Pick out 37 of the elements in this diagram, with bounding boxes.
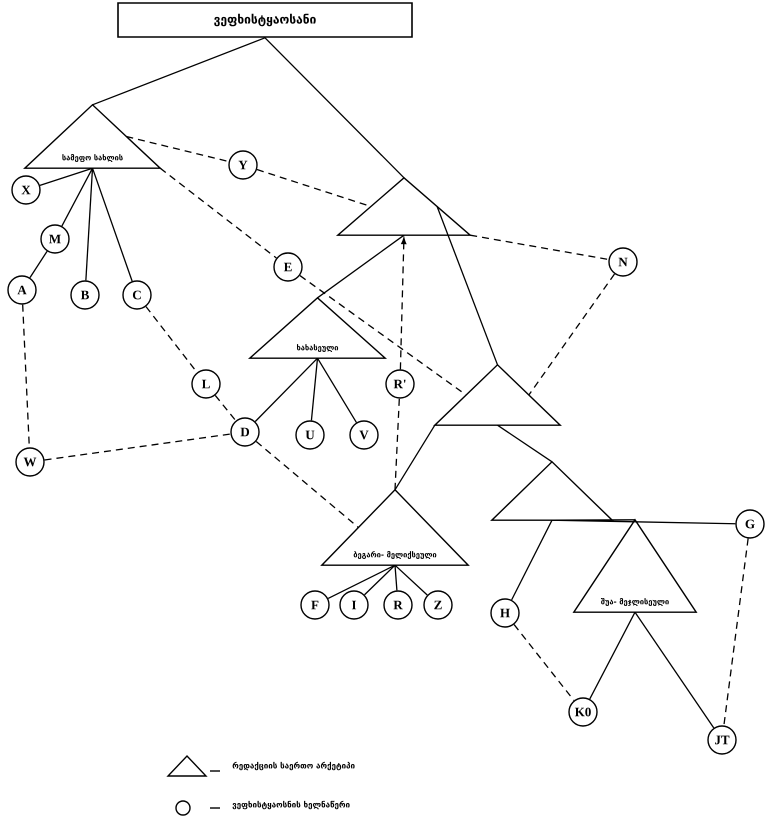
dashed-line bbox=[394, 398, 400, 490]
legend-text: ვეფხისტყაოსნის ხელნაწერი bbox=[232, 800, 350, 810]
connector-line bbox=[310, 358, 318, 420]
dashed-line bbox=[44, 433, 231, 461]
connector-line bbox=[394, 564, 428, 596]
connector-line bbox=[511, 520, 553, 600]
dashed-line bbox=[514, 624, 574, 701]
connector-line bbox=[85, 168, 94, 280]
dashed-line bbox=[528, 274, 616, 396]
connector-line bbox=[552, 520, 736, 524]
connector-line bbox=[40, 168, 93, 186]
connector-line bbox=[394, 565, 398, 590]
connector-line bbox=[92, 37, 266, 106]
dashed-line bbox=[126, 136, 229, 162]
connector-line bbox=[254, 358, 318, 422]
dashed-line bbox=[160, 168, 277, 259]
dashed-line bbox=[214, 395, 236, 421]
connector-line bbox=[29, 251, 48, 278]
connector-line bbox=[589, 612, 636, 700]
connector-line bbox=[317, 234, 404, 298]
connector-line bbox=[61, 168, 94, 226]
dashed-line bbox=[256, 440, 359, 528]
connector-line bbox=[92, 168, 133, 282]
connector-line bbox=[497, 424, 552, 462]
connector-line bbox=[364, 564, 396, 596]
connector-line bbox=[316, 358, 357, 423]
dashed-line bbox=[470, 234, 609, 260]
connector-line bbox=[394, 424, 436, 490]
dashed-line bbox=[300, 275, 467, 396]
legend-text: რედაქციის საერთო არქეტიპი bbox=[232, 762, 355, 770]
connector-line bbox=[634, 612, 714, 728]
connector-line bbox=[328, 564, 396, 600]
connector-line bbox=[264, 37, 404, 178]
arrow bbox=[400, 238, 406, 370]
title-box: ვეფხისტყაოსანი bbox=[117, 2, 413, 38]
connector-line bbox=[436, 206, 498, 366]
dashed-line bbox=[723, 538, 749, 726]
